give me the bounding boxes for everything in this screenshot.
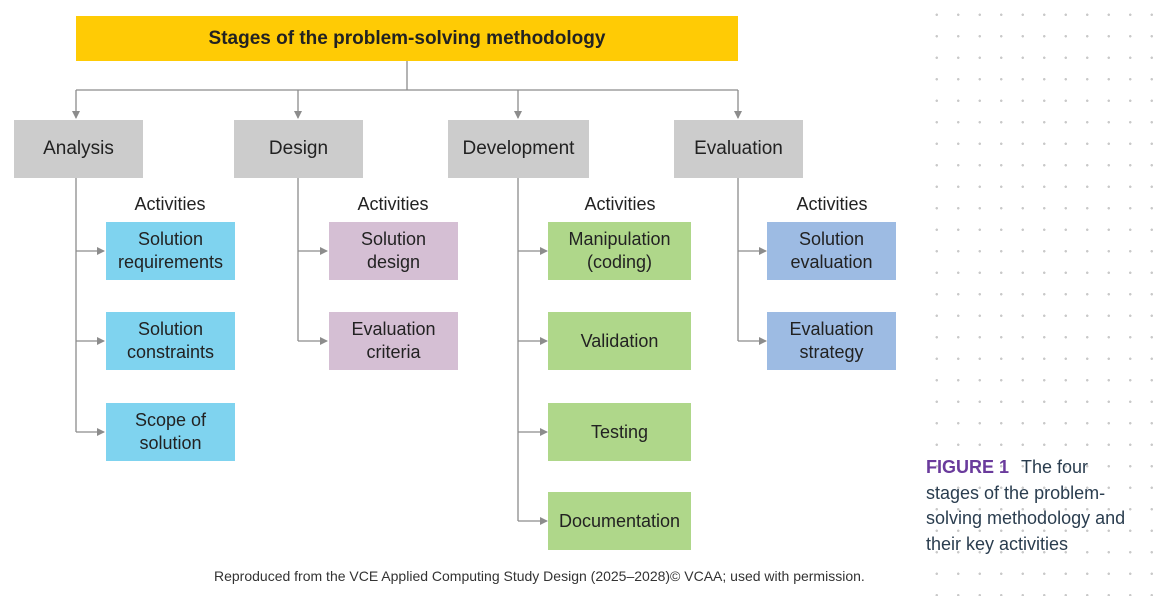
activity-manipulation: Manipulation (coding) [548, 222, 691, 280]
activity-testing: Testing [548, 403, 691, 461]
activity-evaluation-criteria: Evaluation criteria [329, 312, 458, 370]
dot-pattern-background [922, 0, 1157, 596]
activity-scope-of-solution: Scope of solution [106, 403, 235, 461]
figure-caption-text: The four stages of the problem-solving m… [926, 457, 1126, 554]
activity-solution-evaluation: Solution evaluation [767, 222, 896, 280]
evaluation-activities-label: Activities [796, 194, 868, 214]
analysis-activities-label: Activities [134, 194, 206, 214]
activity-solution-constraints: Solution constraints [106, 312, 235, 370]
stage-design: Design [234, 120, 363, 178]
stage-analysis: Analysis [14, 120, 143, 178]
activity-evaluation-strategy: Evaluation strategy [767, 312, 896, 370]
activity-validation: Validation [548, 312, 691, 370]
development-activities-label: Activities [584, 194, 656, 214]
credit-line: Reproduced from the VCE Applied Computin… [214, 568, 865, 584]
activity-solution-design: Solution design [329, 222, 458, 280]
design-activities-label: Activities [357, 194, 429, 214]
stage-evaluation: Evaluation [674, 120, 803, 178]
activity-documentation: Documentation [548, 492, 691, 550]
activity-solution-requirements: Solution requirements [106, 222, 235, 280]
figure-label: FIGURE 1 [926, 457, 1010, 477]
diagram-title: Stages of the problem-solving methodolog… [76, 16, 738, 61]
stage-development: Development [448, 120, 589, 178]
